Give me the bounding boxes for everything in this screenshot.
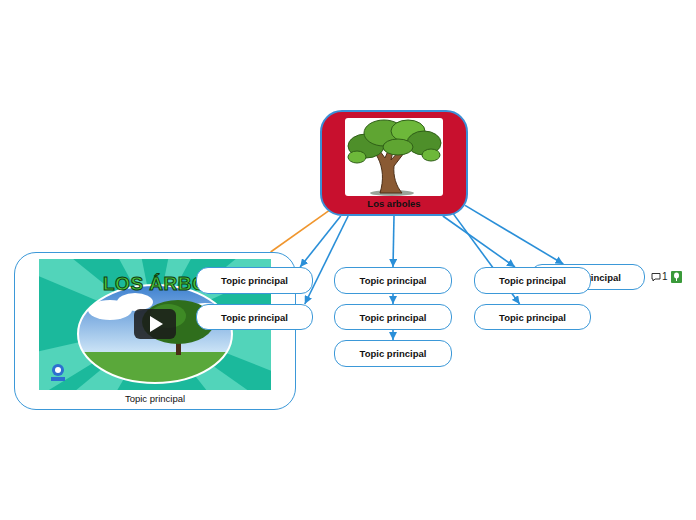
topic-box: Topic principal <box>334 267 452 294</box>
connector <box>443 216 515 267</box>
topic-text: Topic principal <box>499 312 566 323</box>
topic-text: Topic principal <box>125 393 185 404</box>
comment-icon <box>652 274 660 282</box>
topic-box: Topic principal <box>474 267 591 294</box>
connector <box>392 294 394 304</box>
task-icon <box>671 271 682 283</box>
topic-box: Topic principal <box>334 304 452 330</box>
topic-text: Topic principal <box>360 312 427 323</box>
topic-text: Topic principal <box>221 312 288 323</box>
connector <box>392 330 394 340</box>
topic-box: Topic principal <box>334 340 452 367</box>
connector <box>300 216 341 267</box>
topic-text: Topic principal <box>360 348 427 359</box>
topic-text: Los arboles <box>367 198 420 209</box>
topic-text: Topic principal <box>221 275 288 286</box>
connector <box>271 210 331 252</box>
video-thumbnail <box>39 259 271 390</box>
connector <box>465 205 563 264</box>
topic-box: Topic principal <box>196 267 313 294</box>
topic-box: Topic principal <box>474 304 591 330</box>
topic-text: Topic principal <box>499 275 566 286</box>
topic-box: Topic principal <box>196 304 313 330</box>
topic-text: Topic principal <box>360 275 427 286</box>
connector <box>393 216 394 267</box>
central-topic: Los arboles <box>320 110 468 216</box>
comment-count: 1 <box>662 271 668 282</box>
